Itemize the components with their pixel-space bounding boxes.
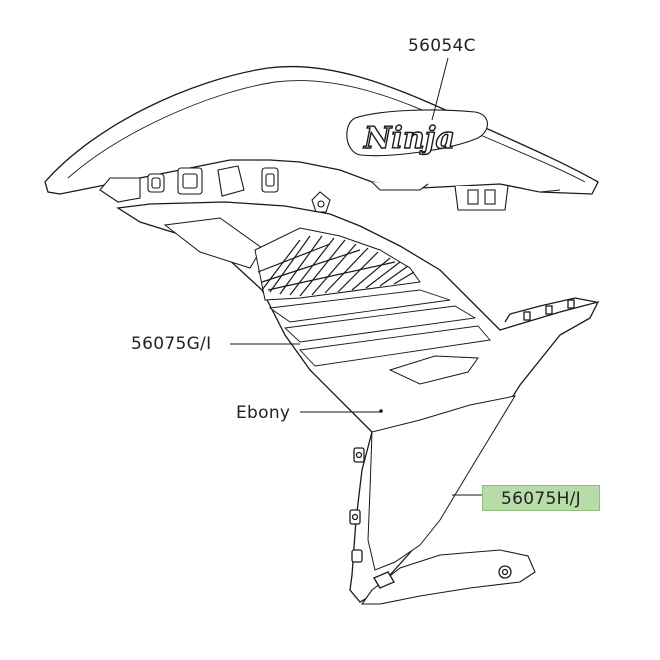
upper-cover-clips [99,165,561,213]
part-label-56054c: 56054C [408,36,476,56]
leader-lines [230,57,482,496]
upper-fairing-cover [44,65,599,195]
leader-56054c [431,57,449,121]
side-fairing-panel [116,201,600,605]
color-label-ebony: Ebony [236,403,291,423]
ninja-logo-decal: Ninja [346,109,488,157]
decal-hatching [257,235,415,297]
svg-text:Ninja: Ninja [363,121,455,156]
part-label-56075hj-highlighted[interactable]: 56075H/J [482,485,600,511]
ebony-point-marker [379,409,383,413]
part-label-56075gi: 56075G/I [131,334,212,354]
